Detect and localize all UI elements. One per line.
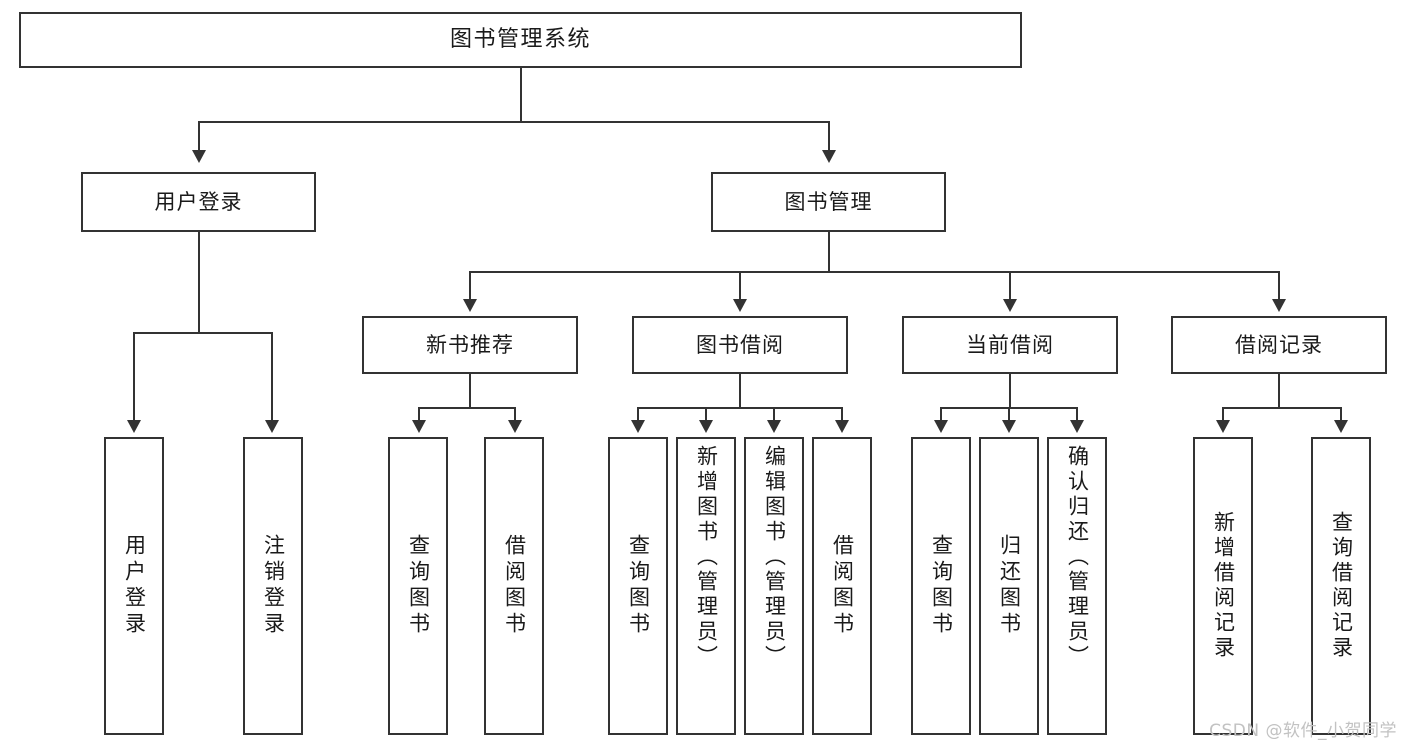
node-label: 用户登录 — [122, 534, 147, 638]
connector-user-login-right-drop — [271, 332, 273, 421]
leaf-logout: 注销登录 — [243, 437, 303, 735]
leaf-cb-return-book: 归还图书 — [979, 437, 1039, 735]
connector-user-login-left-drop — [133, 332, 135, 421]
arrow-to-leaf-logout — [265, 420, 279, 433]
connector-book-manage-bar — [469, 271, 1280, 273]
arrow-to-new-book-rec — [463, 299, 477, 312]
leaf-rec-query-book: 查询图书 — [388, 437, 448, 735]
arrow-to-leaf-bb-borrow — [835, 420, 849, 433]
connector-borrow-record-stem — [1278, 374, 1280, 408]
node-label: 编辑图书（管理员） — [762, 445, 787, 670]
connector-nbr-leaf2-drop — [514, 407, 516, 421]
node-label: 新增借阅记录 — [1211, 511, 1236, 661]
arrow-root-to-user-login — [192, 150, 206, 163]
node-label: 查询借阅记录 — [1329, 511, 1354, 661]
connector-nbr-leaf1-drop — [418, 407, 420, 421]
node-label: 查询图书 — [406, 534, 431, 638]
arrow-to-leaf-cb-confirm — [1070, 420, 1084, 433]
node-label: 图书管理系统 — [449, 27, 591, 53]
node-new-book-recommend: 新书推荐 — [362, 316, 578, 374]
leaf-cb-query-book: 查询图书 — [911, 437, 971, 735]
arrow-to-current-borrow — [1003, 299, 1017, 312]
arrow-to-leaf-br-add — [1216, 420, 1230, 433]
leaf-rec-borrow-book: 借阅图书 — [484, 437, 544, 735]
connector-root-to-user-login — [198, 121, 200, 151]
node-borrow-record: 借阅记录 — [1171, 316, 1387, 374]
leaf-user-login: 用户登录 — [104, 437, 164, 735]
connector-br-leaf2-drop — [1340, 407, 1342, 421]
node-label: 图书管理 — [784, 189, 873, 214]
connector-br-leaf1-drop — [1222, 407, 1224, 421]
leaf-bb-query-book: 查询图书 — [608, 437, 668, 735]
leaf-bb-edit-book: 编辑图书（管理员） — [744, 437, 804, 735]
node-user-login: 用户登录 — [81, 172, 316, 232]
connector-to-borrow-record — [1278, 271, 1280, 300]
arrow-to-leaf-cb-query — [934, 420, 948, 433]
leaf-br-query-record: 查询借阅记录 — [1311, 437, 1371, 735]
connector-bb-leaf2-drop — [705, 407, 707, 421]
node-label: 新书推荐 — [426, 332, 514, 357]
arrow-to-leaf-query-book-rec — [412, 420, 426, 433]
connector-user-login-bar — [133, 332, 273, 334]
node-label: 归还图书 — [997, 534, 1022, 638]
connector-book-borrow-bar — [637, 407, 843, 409]
connector-bb-leaf3-drop — [773, 407, 775, 421]
connector-cb-leaf3-drop — [1076, 407, 1078, 421]
connector-bb-leaf4-drop — [841, 407, 843, 421]
leaf-cb-confirm-return: 确认归还（管理员） — [1047, 437, 1107, 735]
arrow-to-leaf-borrow-book-rec — [508, 420, 522, 433]
connector-root-bar — [198, 121, 830, 123]
connector-user-login-stem — [198, 232, 200, 333]
connector-borrow-record-bar — [1222, 407, 1342, 409]
leaf-br-add-record: 新增借阅记录 — [1193, 437, 1253, 735]
node-book-borrow: 图书借阅 — [632, 316, 848, 374]
node-label: 当前借阅 — [966, 332, 1054, 357]
connector-book-manage-stem — [828, 232, 830, 272]
arrow-to-leaf-bb-query — [631, 420, 645, 433]
connector-cb-leaf2-drop — [1008, 407, 1010, 421]
arrow-to-leaf-br-query — [1334, 420, 1348, 433]
arrow-root-to-book-manage — [822, 150, 836, 163]
arrow-to-leaf-bb-edit — [767, 420, 781, 433]
node-label: 用户登录 — [154, 189, 243, 214]
arrow-to-leaf-bb-add — [699, 420, 713, 433]
node-label: 确认归还（管理员） — [1065, 445, 1090, 670]
connector-cb-leaf1-drop — [940, 407, 942, 421]
connector-new-book-rec-bar — [418, 407, 516, 409]
arrow-to-book-borrow — [733, 299, 747, 312]
node-label: 注销登录 — [261, 534, 286, 638]
node-label: 新增图书（管理员） — [694, 445, 719, 670]
node-label: 借阅图书 — [830, 534, 855, 638]
connector-current-borrow-stem — [1009, 374, 1011, 408]
node-label: 借阅记录 — [1235, 332, 1323, 357]
leaf-bb-borrow-book: 借阅图书 — [812, 437, 872, 735]
leaf-bb-add-book: 新增图书（管理员） — [676, 437, 736, 735]
connector-new-book-rec-stem — [469, 374, 471, 408]
node-label: 查询图书 — [929, 534, 954, 638]
node-root-system: 图书管理系统 — [19, 12, 1022, 68]
connector-root-stem — [520, 68, 522, 122]
connector-to-book-borrow — [739, 271, 741, 300]
connector-to-current-borrow — [1009, 271, 1011, 300]
node-current-borrow: 当前借阅 — [902, 316, 1118, 374]
node-label: 借阅图书 — [502, 534, 527, 638]
arrow-to-leaf-cb-return — [1002, 420, 1016, 433]
connector-to-new-book-rec — [469, 271, 471, 300]
connector-bb-leaf1-drop — [637, 407, 639, 421]
node-book-manage: 图书管理 — [711, 172, 946, 232]
connector-book-borrow-stem — [739, 374, 741, 408]
connector-root-to-book-manage — [828, 121, 830, 151]
node-label: 查询图书 — [626, 534, 651, 638]
arrow-to-borrow-record — [1272, 299, 1286, 312]
node-label: 图书借阅 — [696, 332, 784, 357]
arrow-to-leaf-user-login — [127, 420, 141, 433]
csdn-watermark: CSDN @软件_小贺同学 — [1209, 721, 1397, 741]
